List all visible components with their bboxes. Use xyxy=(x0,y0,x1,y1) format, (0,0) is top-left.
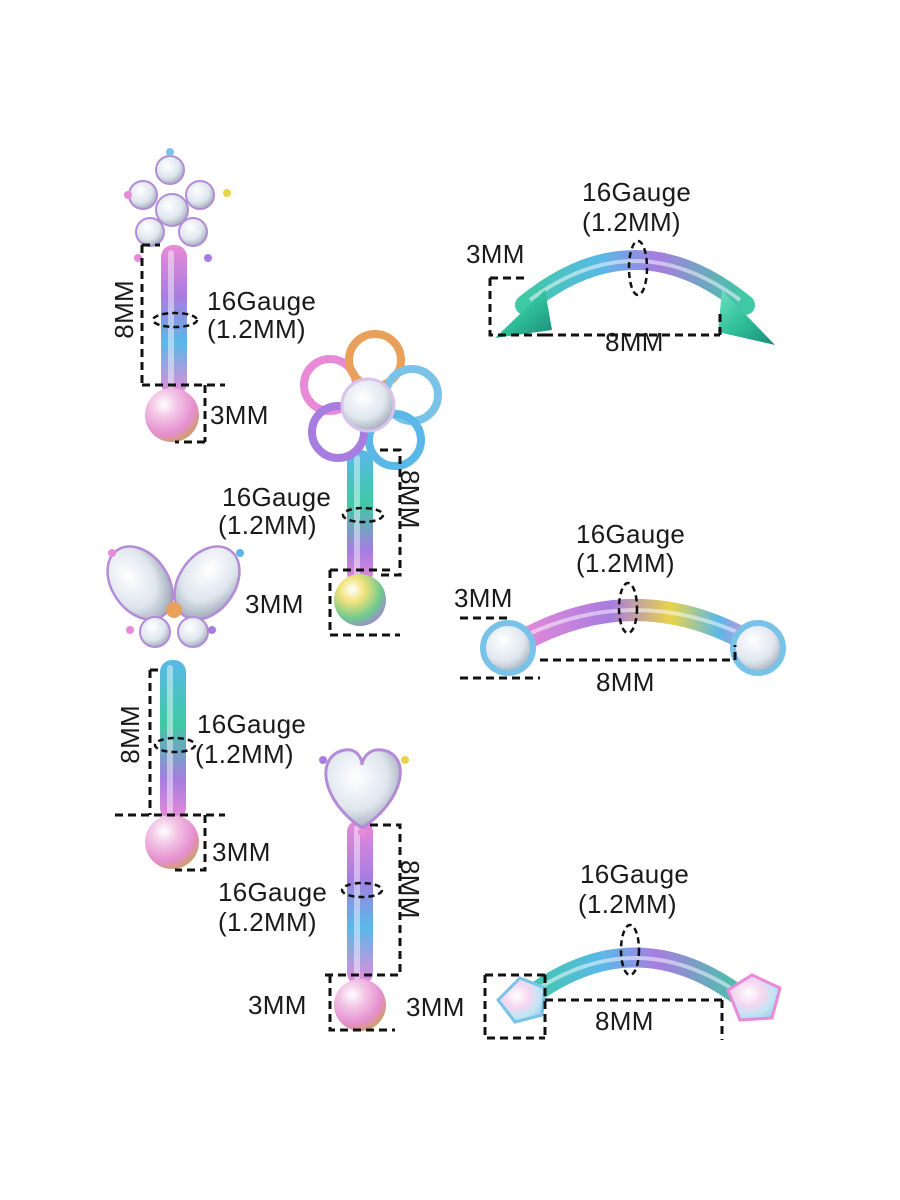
gauge-label: 16Gauge xyxy=(580,859,690,889)
gauge-label: 16Gauge xyxy=(582,177,692,207)
gauge-label: 16Gauge xyxy=(222,482,332,512)
gauge-mm-label: (1.2MM) xyxy=(576,548,675,578)
round-gem-curved-barbell xyxy=(460,581,786,680)
ball-size-label: 3MM xyxy=(245,589,304,619)
ball-size-label: 3MM xyxy=(212,837,271,867)
gauge-label: 16Gauge xyxy=(207,286,317,316)
length-label: 8MM xyxy=(109,280,139,339)
spike-curved-barbell xyxy=(488,239,775,345)
length-label: 8MM xyxy=(605,327,664,357)
length-label: 8MM xyxy=(395,470,425,529)
gauge-mm-label: (1.2MM) xyxy=(207,314,306,344)
ball-size-label: 3MM xyxy=(454,583,513,613)
butterfly-crystal-top xyxy=(106,545,244,648)
gauge-mm-label: (1.2MM) xyxy=(578,889,677,919)
heart-cz-barbell xyxy=(319,748,409,1032)
gauge-mm-label: (1.2MM) xyxy=(218,510,317,540)
length-label: 8MM xyxy=(395,860,425,919)
gauge-label: 16Gauge xyxy=(218,877,328,907)
filigree-flower-barbell xyxy=(300,330,442,637)
heart-crystal-top xyxy=(324,748,402,830)
gauge-mm-label: (1.2MM) xyxy=(195,739,294,769)
ball-size-label: 3MM xyxy=(466,239,525,269)
ball-size-label: 3MM xyxy=(406,992,465,1022)
ball-size-label: 3MM xyxy=(210,400,269,430)
gauge-mm-label: (1.2MM) xyxy=(218,907,317,937)
gauge-mm-label: (1.2MM) xyxy=(582,207,681,237)
flower-cz-barbell xyxy=(124,148,231,444)
length-label: 8MM xyxy=(115,705,145,764)
length-label: 8MM xyxy=(595,1006,654,1036)
gauge-label: 16Gauge xyxy=(197,709,307,739)
butterfly-cz-barbell xyxy=(106,545,244,872)
opal-claw-curved-barbell xyxy=(483,923,782,1040)
flower-crystal-top xyxy=(124,148,231,262)
gauge-label: 16Gauge xyxy=(576,519,686,549)
length-label: 8MM xyxy=(596,667,655,697)
filigree-flower-top xyxy=(300,330,442,470)
ball-size-label: 3MM xyxy=(248,990,307,1020)
